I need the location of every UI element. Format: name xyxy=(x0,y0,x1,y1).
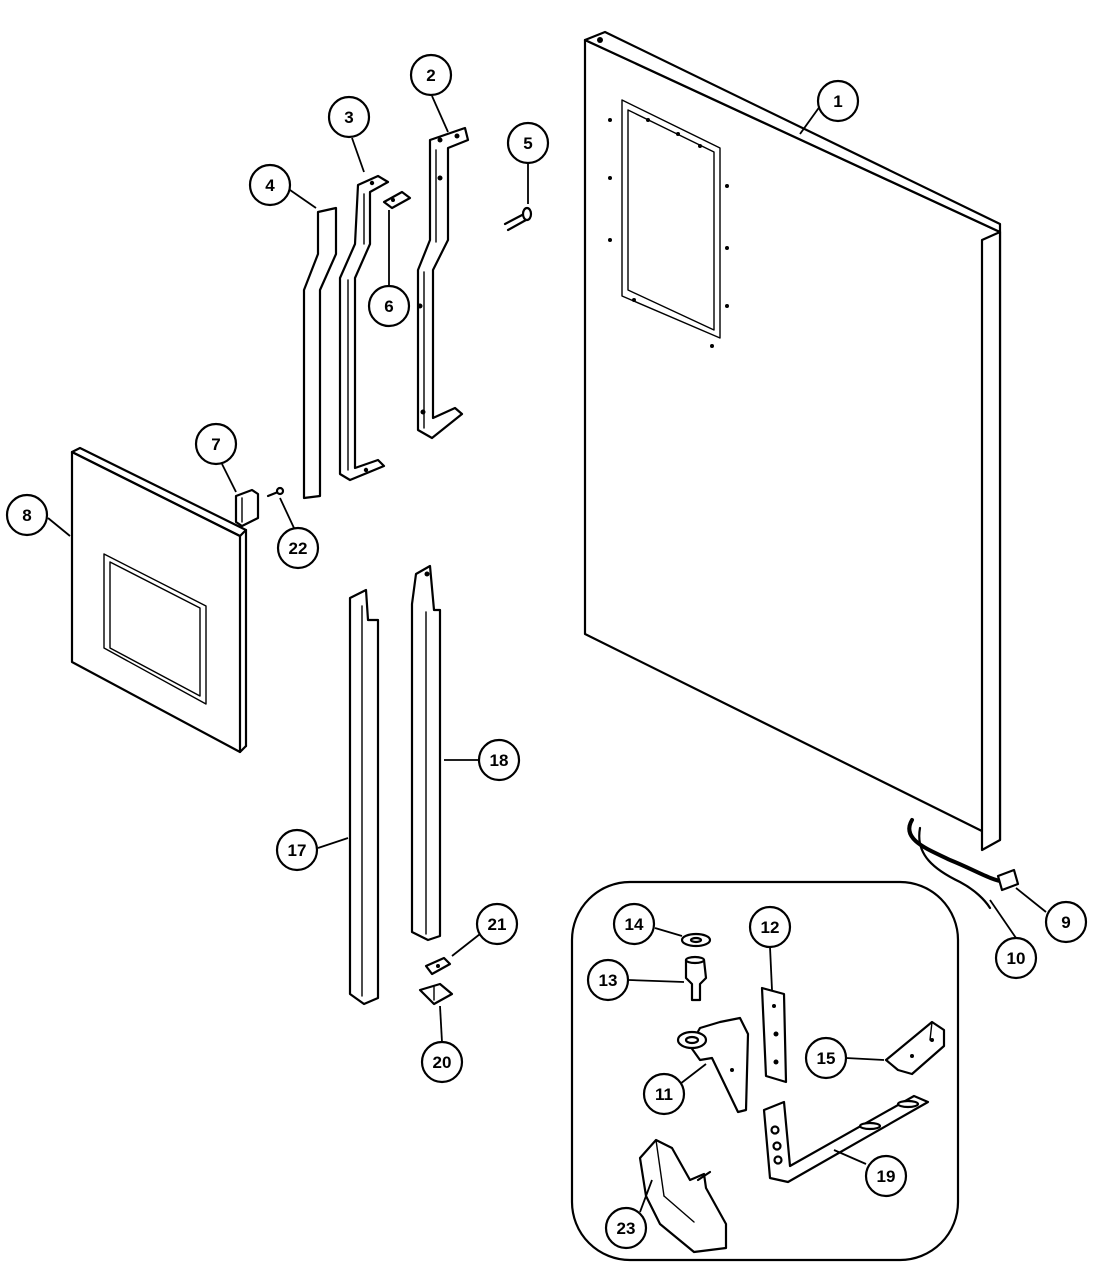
svg-text:3: 3 xyxy=(344,108,353,127)
callout-20: 20 xyxy=(420,1040,464,1084)
part-hinge-bracket xyxy=(338,174,390,482)
callout-12: 12 xyxy=(748,905,792,949)
part-door-panel xyxy=(583,30,1002,852)
svg-text:14: 14 xyxy=(625,915,644,934)
svg-text:12: 12 xyxy=(761,918,780,937)
part-strip xyxy=(302,206,338,500)
svg-text:2: 2 xyxy=(426,66,435,85)
callout-18: 18 xyxy=(477,738,521,782)
callout-3: 3 xyxy=(327,95,371,139)
svg-text:17: 17 xyxy=(288,841,307,860)
svg-text:20: 20 xyxy=(433,1053,452,1072)
callout-15: 15 xyxy=(804,1036,848,1080)
callout-19: 19 xyxy=(864,1154,908,1198)
svg-text:13: 13 xyxy=(599,971,618,990)
part-washer xyxy=(680,932,712,948)
part-small-plate xyxy=(382,190,412,210)
callout-11: 11 xyxy=(642,1072,686,1116)
svg-text:5: 5 xyxy=(523,134,532,153)
part-screw xyxy=(503,206,533,232)
svg-text:23: 23 xyxy=(617,1219,636,1238)
callout-2: 2 xyxy=(409,53,453,97)
svg-text:19: 19 xyxy=(877,1167,896,1186)
callout-1: 1 xyxy=(816,79,860,123)
callout-14: 14 xyxy=(612,902,656,946)
callout-9: 9 xyxy=(1044,900,1088,944)
part-hinge xyxy=(676,1016,750,1114)
callout-bubbles: 1 2 3 4 5 6 7 xyxy=(5,53,1088,1250)
svg-text:21: 21 xyxy=(488,915,507,934)
svg-text:11: 11 xyxy=(655,1085,673,1104)
callout-21: 21 xyxy=(475,902,519,946)
part-clip xyxy=(234,488,260,528)
part-small-screw xyxy=(266,486,285,498)
svg-text:15: 15 xyxy=(817,1049,836,1068)
part-cover xyxy=(638,1138,728,1254)
svg-text:8: 8 xyxy=(22,506,31,525)
part-wire-harness xyxy=(907,818,1020,910)
part-angle-bracket xyxy=(884,1020,946,1076)
callout-23: 23 xyxy=(604,1206,648,1250)
part-pin xyxy=(684,955,708,1002)
svg-text:9: 9 xyxy=(1061,913,1070,932)
part-hinge-clip xyxy=(418,982,454,1006)
callout-13: 13 xyxy=(586,958,630,1002)
detail-box xyxy=(570,880,960,1262)
svg-text:7: 7 xyxy=(211,435,220,454)
callout-5: 5 xyxy=(506,121,550,165)
part-long-bracket xyxy=(416,126,470,440)
svg-text:6: 6 xyxy=(384,297,393,316)
part-l-bracket xyxy=(762,1094,930,1184)
part-small-bracket xyxy=(424,956,452,976)
svg-text:22: 22 xyxy=(289,539,308,558)
callout-10: 10 xyxy=(994,936,1038,980)
svg-text:4: 4 xyxy=(265,176,275,195)
callout-6: 6 xyxy=(367,284,411,328)
svg-text:1: 1 xyxy=(833,92,842,111)
svg-text:18: 18 xyxy=(490,751,509,770)
callout-4: 4 xyxy=(248,163,292,207)
svg-text:10: 10 xyxy=(1007,949,1026,968)
part-long-trim xyxy=(348,588,380,1006)
callout-17: 17 xyxy=(275,828,319,872)
part-front-panel xyxy=(70,446,248,754)
part-trim-channel xyxy=(410,564,442,942)
callout-22: 22 xyxy=(276,526,320,570)
callout-8: 8 xyxy=(5,493,49,537)
part-hinge-plate xyxy=(760,986,788,1084)
callout-7: 7 xyxy=(194,422,238,466)
